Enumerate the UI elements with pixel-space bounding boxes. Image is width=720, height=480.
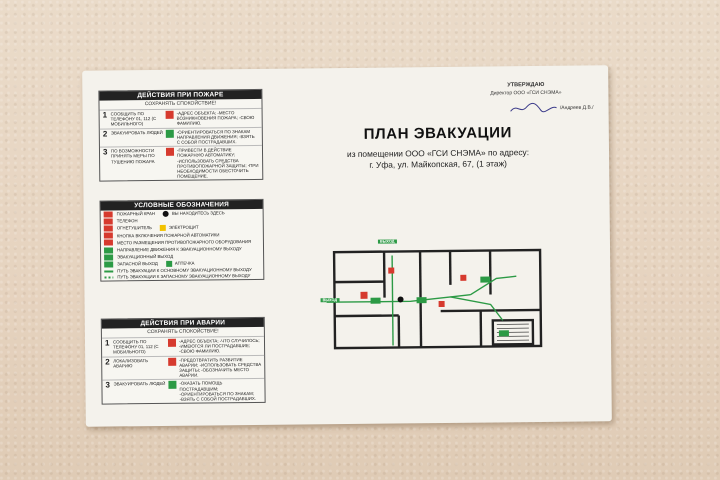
phone-icon — [165, 110, 174, 119]
first-aid-icon — [165, 260, 172, 267]
accident-actions-box: ДЕЙСТВИЯ ПРИ АВАРИИ СОХРАНЯТЬ СПОКОЙСТВИ… — [100, 316, 266, 405]
fire-hydrant-icon — [103, 211, 113, 218]
direction-arrow-icon — [416, 297, 427, 304]
left-column: ДЕЙСТВИЯ ПРИ ПОЖАРЕ СОХРАНЯТЬ СПОКОЙСТВИ… — [98, 88, 266, 409]
fire-extinguisher-icon — [165, 148, 175, 157]
approval-name: /Андреев Д.В./ — [559, 104, 594, 112]
direction-arrow-icon — [103, 246, 114, 254]
accident-step: 1 СООБЩИТЬ ПО ТЕЛЕФОНУ 01, 112 (С МОБИЛЬ… — [101, 335, 265, 357]
step-details: -ПРЕДОТВРАТИТЬ РАЗВИТИЕ АВАРИИ; -ИСПОЛЬЗ… — [179, 356, 262, 378]
direction-arrow-icon — [498, 330, 509, 337]
step-action: ПО ВОЗМОЖНОСТИ ПРИНЯТЬ МЕРЫ ПО ТУШЕНИЮ П… — [110, 148, 155, 165]
step-number: 2 — [105, 357, 110, 367]
subtitle-line-2: г. Уфа, ул. Майкопская, 67, (1 этаж) — [369, 158, 508, 170]
step-details: -ОРИЕНТИРОВАТЬСЯ ПО ЗНАКАМ НАПРАВЛЕНИЯ Д… — [176, 128, 255, 145]
step-details: -АДРЕС ОБЪЕКТА; -МЕСТО ВОЗНИКНОВЕНИЯ ПОЖ… — [176, 110, 255, 127]
alarm-button-icon — [460, 274, 467, 281]
phone-icon — [103, 218, 113, 225]
accident-step: 3 ЭВАКУИРОВАТЬ ЛЮДЕЙ -ОКАЗАТЬ ПОМОЩЬ ПОС… — [102, 378, 265, 404]
step-details: -ОКАЗАТЬ ПОМОЩЬ ПОСТРАДАВШИМ; -ОРИЕНТИРО… — [179, 380, 257, 402]
step-action: ЭВАКУИРОВАТЬ ЛЮДЕЙ — [113, 381, 166, 387]
step-number: 3 — [102, 147, 108, 157]
exit-label-left: ВЫХОД — [320, 298, 340, 303]
step-number: 2 — [102, 129, 108, 139]
legend-item: ПУТЬ ЭВАКУАЦИИ К ЗАПАСНОМУ ЭВАКУАЦИОННОМ… — [101, 273, 263, 281]
step-number: 1 — [104, 338, 110, 348]
exit-label-top: ВЫХОД — [377, 239, 397, 244]
direction-arrow-icon — [370, 297, 381, 304]
step-details: -ПРИВЕСТИ В ДЕЙСТВИЕ ПОЖАРНУЮ АВТОМАТИКУ… — [176, 147, 259, 180]
exit-sign-icon — [104, 254, 114, 261]
approval-signature-line: /Андреев Д.В./ — [459, 101, 594, 114]
phone-icon — [167, 338, 177, 347]
spare-route-line-icon — [104, 276, 114, 279]
step-action: ЛОКАЛИЗОВАТЬ АВАРИЮ — [113, 357, 149, 369]
page-title: ПЛАН ЭВАКУАЦИИ — [363, 124, 513, 143]
approval-position: Директор ООО «ГСИ СНЭМА» — [490, 89, 562, 97]
fire-extinguisher-icon — [438, 300, 445, 308]
step-action: ЭВАКУИРОВАТЬ ЛЮДЕЙ — [110, 129, 163, 136]
fire-step: 1 СООБЩИТЬ ПО ТЕЛЕФОНУ 01, 112 (С МОБИЛЬ… — [99, 107, 262, 129]
fire-step: 2 ЭВАКУИРОВАТЬ ЛЮДЕЙ -ОРИЕНТИРОВАТЬСЯ ПО… — [99, 126, 262, 147]
exit-sign-icon — [165, 129, 174, 138]
spare-exit-icon — [104, 261, 114, 268]
you-are-here-icon — [162, 210, 169, 217]
phone-icon — [360, 291, 368, 299]
title-block: ПЛАН ЭВАКУАЦИИ из помещении ООО «ГСИ СНЭ… — [283, 123, 593, 171]
fire-extinguisher-icon — [103, 225, 113, 232]
warning-icon — [168, 357, 177, 366]
fire-step: 3 ПО ВОЗМОЖНОСТИ ПРИНЯТЬ МЕРЫ ПО ТУШЕНИЮ… — [99, 145, 263, 182]
step-number: 1 — [102, 110, 108, 120]
floor-plan: ВЫХОД ВЫХОД — [320, 234, 557, 362]
signature-icon — [510, 102, 557, 113]
floor-plan-drawing — [326, 248, 543, 350]
fire-equipment-icon — [103, 239, 113, 246]
main-route-line-icon — [104, 270, 114, 273]
step-details: -АДРЕС ОБЪЕКТА; -ЧТО СЛУЧИЛОСЬ; -ИМЕЮТСЯ… — [178, 337, 260, 355]
fire-actions-box: ДЕЙСТВИЯ ПРИ ПОЖАРЕ СОХРАНЯТЬ СПОКОЙСТВИ… — [98, 88, 264, 183]
direction-arrow-icon — [480, 276, 491, 283]
fire-extinguisher-icon — [388, 267, 395, 274]
exit-sign-icon — [168, 381, 177, 390]
alarm-button-icon — [103, 232, 113, 239]
electric-panel-icon — [159, 224, 166, 231]
step-action: СООБЩИТЬ ПО ТЕЛЕФОНУ 01, 112 (С МОБИЛЬНО… — [110, 111, 157, 127]
approval-title: УТВЕРЖДАЮ — [507, 81, 545, 89]
step-number: 3 — [105, 380, 110, 390]
evacuation-plan-sign: УТВЕРЖДАЮ Директор ООО «ГСИ СНЭМА» /Андр… — [82, 65, 612, 427]
approval-block: УТВЕРЖДАЮ Директор ООО «ГСИ СНЭМА» /Андр… — [458, 81, 594, 114]
step-action: СООБЩИТЬ ПО ТЕЛЕФОНУ 01, 112 (С МОБИЛЬНО… — [112, 339, 159, 355]
you-are-here-icon — [397, 296, 404, 303]
accident-step: 2 ЛОКАЛИЗОВАТЬ АВАРИЮ -ПРЕДОТВРАТИТЬ РАЗ… — [102, 354, 265, 380]
